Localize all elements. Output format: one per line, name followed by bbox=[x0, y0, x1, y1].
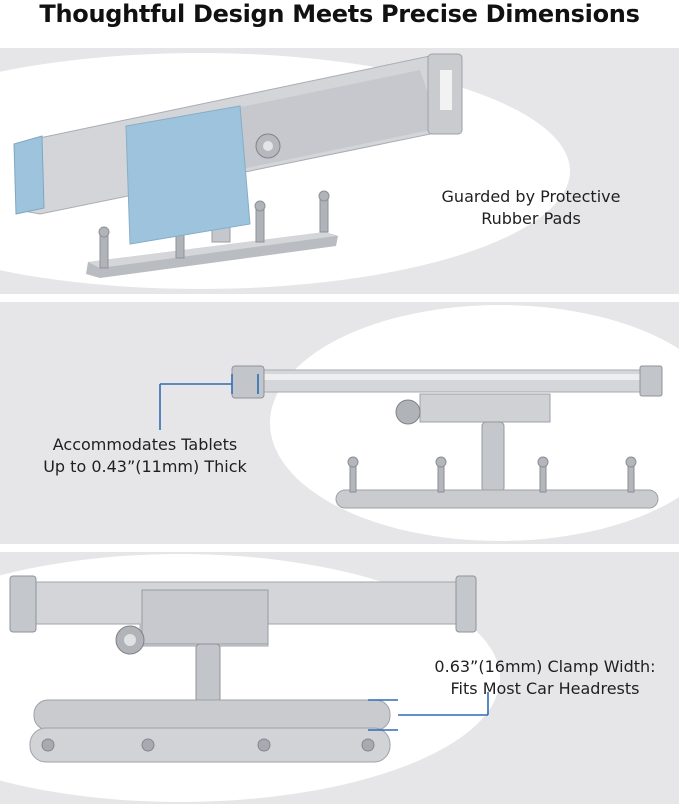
caption-line: 0.63”(16mm) Clamp Width: bbox=[434, 657, 656, 676]
caption-tablet-thickness: Accommodates Tablets Up to 0.43”(11mm) T… bbox=[30, 434, 260, 478]
holder-illustration-side-view bbox=[159, 305, 679, 541]
caption-line: Guarded by Protective bbox=[441, 187, 621, 206]
panel-tablet-thickness: Accommodates Tablets Up to 0.43”(11mm) T… bbox=[0, 302, 679, 544]
page-title: Thoughtful Design Meets Precise Dimensio… bbox=[39, 0, 640, 28]
caption-line: Rubber Pads bbox=[481, 209, 581, 228]
panel-clamp-width: 0.63”(16mm) Clamp Width: Fits Most Car H… bbox=[0, 552, 679, 804]
caption-clamp-width: 0.63”(16mm) Clamp Width: Fits Most Car H… bbox=[420, 656, 670, 700]
holder-illustration-rubber-pads bbox=[0, 53, 570, 289]
caption-line: Accommodates Tablets bbox=[52, 435, 238, 454]
panel-rubber-pads: Guarded by Protective Rubber Pads bbox=[0, 48, 679, 294]
caption-line: Up to 0.43”(11mm) Thick bbox=[43, 457, 247, 476]
caption-line: Fits Most Car Headrests bbox=[450, 679, 640, 698]
caption-rubber-pads: Guarded by Protective Rubber Pads bbox=[420, 186, 642, 230]
holder-illustration-front-view bbox=[0, 554, 500, 802]
